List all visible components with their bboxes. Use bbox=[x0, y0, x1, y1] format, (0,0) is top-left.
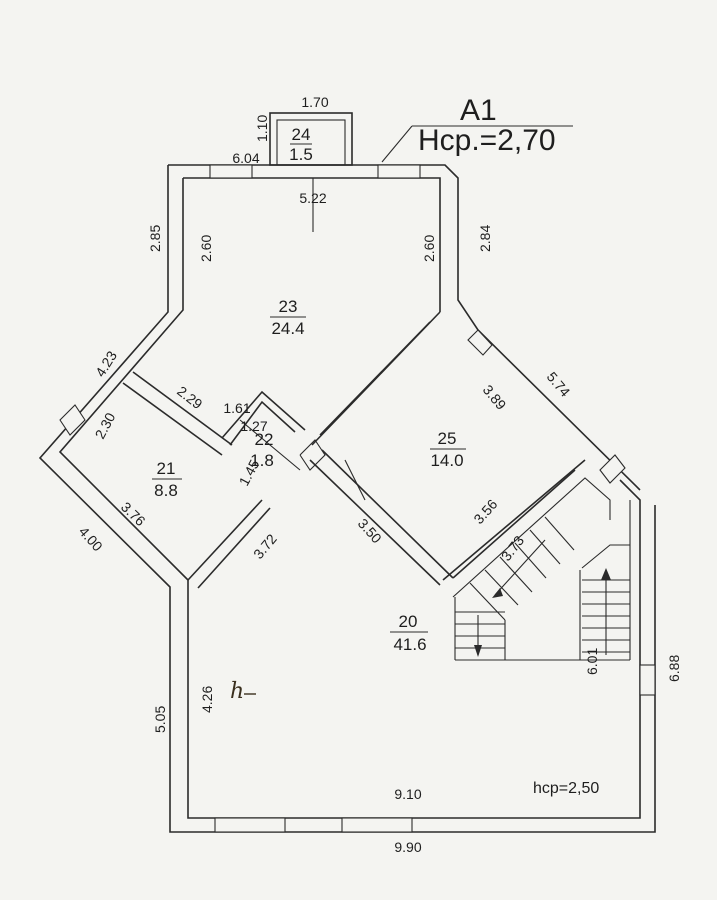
dim-label: 1.27 bbox=[240, 418, 267, 434]
dim-label: 6.88 bbox=[666, 655, 682, 682]
dim-label: 4.26 bbox=[199, 686, 215, 713]
dim-label: 1.10 bbox=[254, 115, 270, 142]
outer-walls bbox=[38, 164, 656, 833]
dim-label: 5.74 bbox=[544, 369, 574, 400]
room-21-area: 8.8 bbox=[154, 481, 178, 500]
dim-label: 3.56 bbox=[470, 496, 500, 527]
stair-treads bbox=[455, 516, 630, 653]
room-24-id: 24 bbox=[292, 125, 311, 144]
dim-label: 3.89 bbox=[480, 382, 510, 413]
dim-label: 4.00 bbox=[76, 523, 106, 554]
dim-label: 1.61 bbox=[223, 400, 250, 416]
room-20-id: 20 bbox=[399, 612, 418, 631]
dim-label: 2.29 bbox=[174, 383, 205, 413]
dim-label: 4.23 bbox=[92, 348, 120, 380]
room-24-area: 1.5 bbox=[289, 145, 313, 164]
room-23-id: 23 bbox=[279, 297, 298, 316]
dim-label: 2.60 bbox=[198, 235, 214, 262]
dim-label: 1.70 bbox=[301, 94, 328, 110]
dim-label: 3.72 bbox=[250, 531, 280, 562]
dim-label: 5.05 bbox=[152, 706, 168, 733]
dim-label: 9.90 bbox=[394, 839, 421, 855]
dim-label: 3.76 bbox=[118, 499, 149, 530]
dim-label: 2.30 bbox=[92, 410, 119, 442]
ceiling-height-main: Нср.=2,70 bbox=[418, 124, 556, 157]
room-22-area: 1.8 bbox=[250, 451, 274, 470]
dim-label: 6.04 bbox=[232, 150, 259, 166]
dim-label: 2.60 bbox=[421, 235, 437, 262]
room-25-id: 25 bbox=[438, 429, 457, 448]
room-23-area: 24.4 bbox=[271, 319, 304, 338]
dim-label: 3.50 bbox=[355, 515, 385, 546]
dim-label: 2.85 bbox=[147, 225, 163, 252]
handwritten-mark: h bbox=[230, 679, 244, 704]
room-20-area: 41.6 bbox=[393, 635, 426, 654]
room-21-id: 21 bbox=[157, 459, 176, 478]
ceiling-height-ground: hcp=2,50 bbox=[533, 780, 599, 797]
windows bbox=[59, 164, 656, 833]
stair-arrows bbox=[474, 539, 611, 657]
dim-label: 5.22 bbox=[299, 190, 326, 206]
dim-label: 2.84 bbox=[477, 225, 493, 252]
interior-walls bbox=[122, 311, 631, 661]
room-25-area: 14.0 bbox=[430, 451, 463, 470]
room-22-id: 22 bbox=[255, 430, 274, 449]
leader-lines bbox=[239, 125, 573, 501]
dim-label: 6.01 bbox=[584, 648, 600, 675]
dim-label: 9.10 bbox=[394, 786, 421, 802]
plan-label: A1 bbox=[460, 94, 497, 127]
